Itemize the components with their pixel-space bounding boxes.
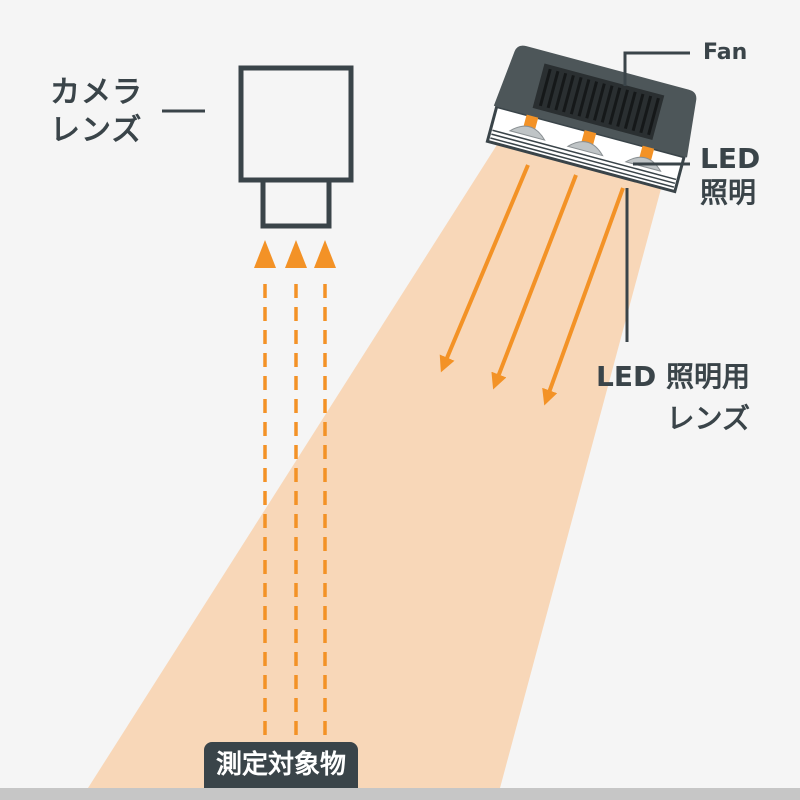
reflected-light-arrowhead [254,240,276,268]
led-lens [508,125,546,141]
illumination-arrow [439,164,530,373]
camera-lens-label: カメラ レンズ [50,74,143,149]
light-beam [88,140,662,788]
reflected-light-arrowhead [285,240,307,268]
led-lighting-label-line2: 照明 [700,176,757,210]
led-lens-label-line1: LED 照明用 [596,360,750,393]
camera-lens [260,177,332,229]
illumination-arrow [491,174,578,390]
illumination-arrow [542,187,625,406]
led-lighting-label: LED 照明 [700,142,760,210]
led-lens-label-line2: レンズ [666,402,750,435]
camera-lens-label-line1: カメラ [50,75,143,110]
led-illumination-unit [485,45,697,194]
fan-leader [623,51,690,86]
led-lighting-label-line1: LED [700,142,761,175]
camera-lens-label-line2: レンズ [50,112,143,148]
camera-body [238,65,354,183]
floor [0,788,800,800]
led-lens [566,141,604,157]
reflected-light-arrowhead [314,240,336,268]
measurement-target-label: 測定対象物 [204,742,359,788]
led-lens-label: LED 照明用 レンズ [596,356,750,440]
fan-label: Fan [703,40,748,65]
